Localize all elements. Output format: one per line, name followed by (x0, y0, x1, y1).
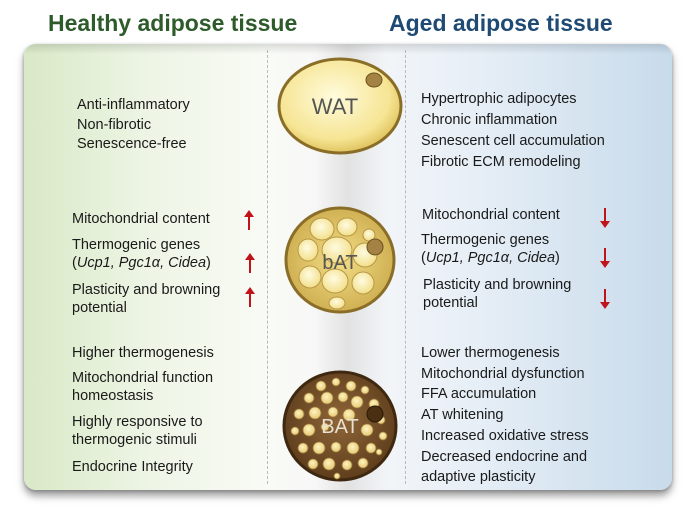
healthy-bat-responsive: Highly responsive to thermogenic stimuli (72, 413, 203, 449)
brown-label: BAT (321, 416, 358, 438)
aged-wat-item: Senescent cell accumulation (421, 133, 605, 149)
aged-bat-item: Increased oxidative stress (421, 427, 589, 444)
arrow-up-icon (245, 287, 255, 307)
healthy-beige-mito: Mitochondrial content (72, 211, 210, 227)
thermogenic-genes-label: Thermogenic genes (72, 237, 201, 253)
plasticity-line: potential (423, 295, 478, 311)
aged-bat-item: Decreased endocrine and (421, 448, 588, 465)
wat-label: WAT (312, 94, 358, 119)
paren-open: ( (421, 250, 426, 266)
mito-func-line: homeostasis (72, 388, 154, 404)
plasticity-line: Plasticity and browning (72, 282, 221, 298)
arrow-up-icon (245, 253, 255, 273)
gene-list-line: (Ucp1, Pgc1α, Cidea) (421, 249, 560, 267)
right-divider (405, 50, 406, 484)
healthy-beige-genes: Thermogenic genes (Ucp1, Pgc1α, Cidea) (72, 236, 211, 272)
paren-close: ) (206, 255, 211, 271)
paren-close: ) (555, 250, 560, 266)
wat-cell-icon: WAT (277, 57, 403, 155)
aged-wat-item: Fibrotic ECM remodeling (421, 154, 581, 170)
thermogenic-genes-label: Thermogenic genes (421, 232, 550, 248)
responsive-line: Highly responsive to (72, 414, 203, 430)
aged-wat-item: Hypertrophic adipocytes (421, 91, 577, 107)
gene-list-line: (Ucp1, Pgc1α, Cidea) (72, 254, 211, 272)
aged-bat-item: Lower thermogenesis (421, 345, 560, 361)
arrow-down-icon (600, 289, 610, 309)
aged-wat-item: Chronic inflammation (421, 112, 558, 128)
healthy-wat-item: Anti-inflammatory (77, 97, 190, 113)
paren-open: ( (72, 255, 77, 271)
responsive-line: thermogenic stimuli (72, 432, 197, 448)
gene-list: Ucp1, Pgc1α, Cidea (425, 250, 556, 266)
aged-bat-features: Lower thermogenesis Mitochondrial dysfun… (421, 343, 589, 488)
aged-bat-item: FFA accumulation (421, 386, 537, 403)
arrow-down-icon (600, 208, 610, 228)
healthy-bat-mito-func: Mitochondrial function homeostasis (72, 369, 213, 405)
aged-beige-plasticity: Plasticity and browning potential (423, 276, 571, 312)
healthy-bat-higher: Higher thermogenesis (72, 345, 214, 361)
arrow-down-icon (600, 248, 610, 268)
healthy-wat-item: Senescence-free (77, 136, 187, 152)
beige-label: bAT (322, 252, 357, 274)
healthy-header: Healthy adipose tissue (48, 10, 298, 36)
mito-func-line: Mitochondrial function (72, 370, 214, 386)
plasticity-line: Plasticity and browning (423, 277, 572, 293)
left-divider (267, 50, 268, 484)
aged-wat-features: Hypertrophic adipocytes Chronic inflamma… (421, 89, 605, 173)
healthy-wat-item: Non-fibrotic (77, 116, 152, 133)
healthy-beige-plasticity: Plasticity and browning potential (72, 281, 220, 317)
aged-bat-item: AT whitening (421, 407, 504, 424)
brown-cell-icon: BAT (282, 370, 398, 482)
healthy-bat-endocrine: Endocrine Integrity (72, 459, 193, 475)
gene-list: Ucp1, Pgc1α, Cidea (76, 255, 207, 271)
arrow-up-icon (244, 210, 254, 230)
aged-bat-item: Mitochondrial dysfunction (421, 365, 585, 382)
aged-bat-item: adaptive plasticity (421, 469, 536, 486)
aged-header: Aged adipose tissue (389, 10, 613, 36)
beige-cell-icon: bAT (284, 206, 396, 314)
healthy-wat-features: Anti-inflammatory Non-fibrotic Senescenc… (77, 96, 190, 155)
aged-beige-genes: Thermogenic genes (Ucp1, Pgc1α, Cidea) (421, 231, 560, 267)
aged-beige-mito: Mitochondrial content (422, 207, 560, 223)
plasticity-line: potential (72, 300, 127, 316)
